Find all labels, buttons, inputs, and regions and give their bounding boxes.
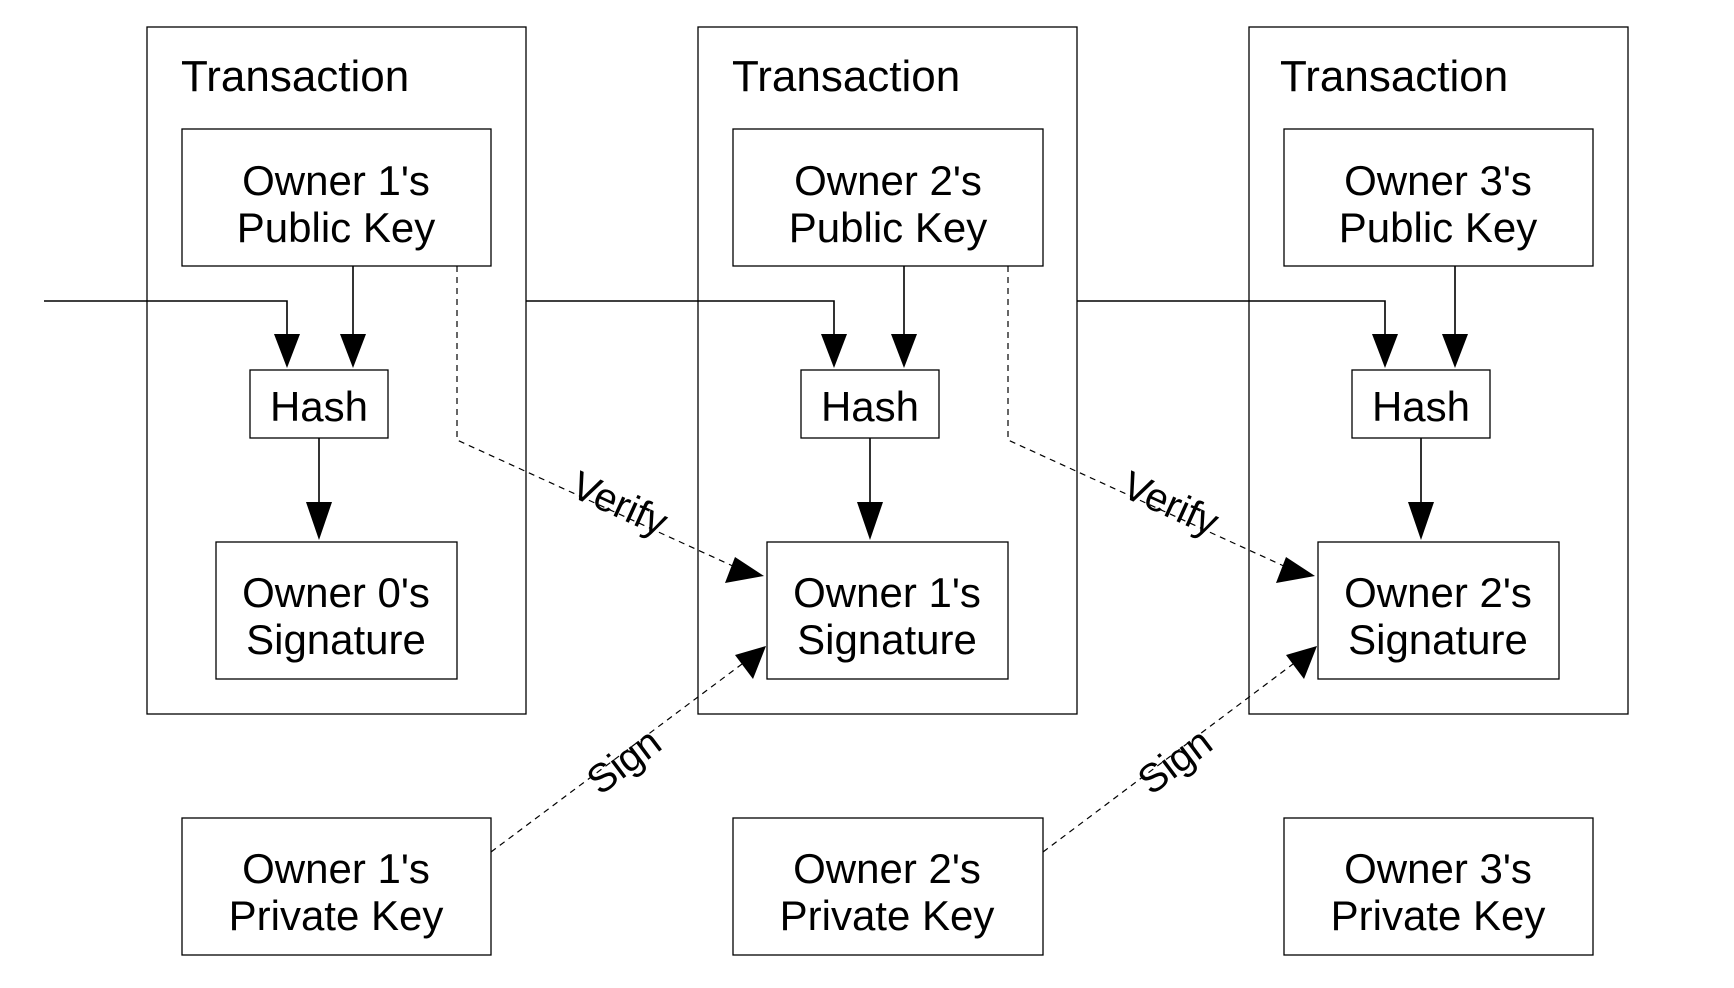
arrowhead: [725, 557, 764, 583]
private-key-type-label: Private Key: [229, 892, 444, 939]
hash-box: [249, 369, 389, 439]
private-key-box: [181, 817, 492, 956]
arrowhead: [1276, 557, 1315, 583]
public-key-type-label: Public Key: [237, 204, 435, 251]
sign-arrow-1: [490, 663, 743, 853]
arrowhead: [891, 334, 917, 368]
sign-label: Sign: [1130, 720, 1220, 803]
verify-label: Verify: [565, 463, 674, 545]
public-key-type-label: Public Key: [1339, 204, 1537, 251]
signature-type-label: Signature: [246, 616, 426, 663]
private-key-type-label: Private Key: [780, 892, 995, 939]
private-key-owner-label: Owner 1's: [242, 845, 430, 892]
private-keys: Owner 1's Private Key Owner 2's Private …: [181, 817, 1594, 956]
hash-label: Hash: [821, 383, 919, 430]
signature-owner-label: Owner 0's: [242, 569, 430, 616]
hash-label: Hash: [270, 383, 368, 430]
signature-owner-label: Owner 1's: [793, 569, 981, 616]
private-key-box: [732, 817, 1044, 956]
arrowhead: [1372, 334, 1398, 368]
public-key-owner-label: Owner 2's: [794, 157, 982, 204]
public-key-owner-label: Owner 3's: [1344, 157, 1532, 204]
chain-connectors: [44, 300, 1398, 368]
hash-box: [800, 369, 940, 439]
incoming-chain-arrow: [44, 300, 288, 340]
hash-label: Hash: [1372, 383, 1470, 430]
arrowhead: [1286, 646, 1317, 679]
arrowhead: [857, 502, 883, 540]
signature-type-label: Signature: [797, 616, 977, 663]
public-key-type-label: Public Key: [789, 204, 987, 251]
arrowhead: [1442, 334, 1468, 368]
transaction-title: Transaction: [732, 52, 960, 101]
verify-arrow-1: [456, 266, 736, 568]
public-key-box: [732, 128, 1044, 267]
transaction-title: Transaction: [1280, 52, 1508, 101]
chain-arrow-2-to-3: [1077, 300, 1386, 340]
signature-box: [215, 541, 458, 680]
verify-arrow-2: [1007, 266, 1287, 568]
signature-box: [1317, 541, 1560, 680]
transaction-title: Transaction: [181, 52, 409, 101]
arrowhead: [735, 646, 766, 679]
arrowhead: [821, 334, 847, 368]
private-key-box: [1283, 817, 1594, 956]
private-key-type-label: Private Key: [1331, 892, 1546, 939]
signature-type-label: Signature: [1348, 616, 1528, 663]
transaction-block-3: Transaction Owner 3's Public Key Hash Ow…: [1248, 26, 1629, 715]
chain-arrow-1-to-2: [526, 300, 835, 340]
private-key-owner-label: Owner 2's: [793, 845, 981, 892]
public-key-box: [181, 128, 492, 267]
public-key-owner-label: Owner 1's: [242, 157, 430, 204]
transaction-block-2: Transaction Owner 2's Public Key Hash Ow…: [697, 26, 1078, 715]
public-key-box: [1283, 128, 1594, 267]
verify-label: Verify: [1116, 463, 1225, 545]
transaction-block-1: Transaction Owner 1's Public Key Hash Ow…: [146, 26, 527, 715]
sign-label: Sign: [579, 720, 669, 803]
arrowhead: [274, 334, 300, 368]
arrowhead: [306, 502, 332, 540]
private-key-owner-label: Owner 3's: [1344, 845, 1532, 892]
signature-owner-label: Owner 2's: [1344, 569, 1532, 616]
signature-box: [766, 541, 1009, 680]
hash-box: [1351, 369, 1491, 439]
arrowhead: [340, 334, 366, 368]
sign-arrow-2: [1042, 663, 1294, 853]
arrowhead: [1408, 502, 1434, 540]
